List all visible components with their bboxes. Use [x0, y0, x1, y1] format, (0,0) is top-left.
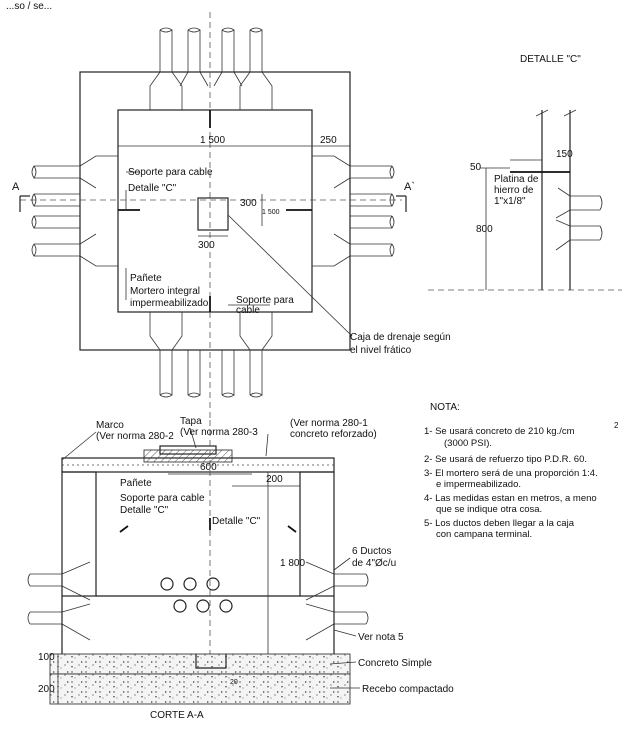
plan-right-ducts: [286, 155, 395, 267]
section-marco-label-1: Marco: [96, 420, 124, 431]
detail-c-platina-label-1: Platina de: [494, 174, 539, 185]
detail-c-duct-2: [570, 225, 603, 241]
duct-hole: [206, 577, 220, 591]
section-marco-label-2: (Ver norma 280-2: [96, 431, 174, 442]
plan-caja-label-1: Caja de drenaje según: [350, 332, 451, 343]
section-cover: [159, 445, 217, 455]
note-3-line-a: 3- El mortero será de una proporción 1:4…: [424, 468, 598, 479]
top-cut-text: ...so / se...: [6, 1, 52, 12]
plan-soporte-para-label-1: Soporte para: [236, 295, 294, 306]
section-dim-100: 100: [38, 652, 55, 663]
section-tapa-label-1: Tapa: [180, 416, 202, 427]
section-left-duct-2: [27, 603, 91, 641]
plan-left-ducts: [31, 155, 140, 267]
section-ductos-label-1: 6 Ductos: [352, 546, 391, 557]
detail-c-dim-50: 50: [470, 162, 482, 173]
notes-title: NOTA:: [430, 402, 460, 413]
section-view: [27, 420, 369, 705]
section-ver-nota-5: Ver nota 5: [358, 632, 404, 643]
section-mark-left-label: A: [12, 181, 20, 193]
duct-hole: [219, 599, 233, 613]
section-detalle-c-center-label: Detalle "C": [212, 516, 261, 527]
plan-dim-300-v: 300: [198, 240, 215, 251]
section-concreto-simple-label: Concreto Simple: [358, 658, 432, 669]
plan-panete-label: Pañete: [130, 273, 162, 284]
note-2: 2- Se usará de refuerzo tipo P.D.R. 60.: [424, 454, 587, 465]
section-detalle-c-left-label: Detalle "C": [120, 505, 169, 516]
note-1-line-b: (3000 PSI).: [444, 438, 492, 449]
note-3-line-b: e impermeabilizado.: [436, 479, 521, 490]
section-soporte-cable-label: Soporte para cable: [120, 493, 205, 504]
section-tapa-label-2: (Ver norma 280-3: [180, 427, 258, 438]
section-dim-200-bottom: 200: [38, 684, 55, 695]
section-recebo: [49, 673, 351, 705]
note-5-line-a: 5- Los ductos deben llegar a la caja: [424, 518, 575, 529]
plan-bottom-ducts: [149, 296, 273, 398]
section-mark-right: [396, 195, 407, 212]
plan-dim-1500: 1 500: [200, 135, 225, 146]
detail-c-platina-label-2: hierro de: [494, 185, 534, 196]
section-recebo-label: Recebo compactado: [362, 684, 454, 695]
detail-c-view: [428, 109, 622, 291]
plan-soporte-para-label-2: cable: [236, 305, 260, 316]
plan-view: [19, 12, 407, 420]
plan-dim-300-h: 300: [240, 198, 257, 209]
duct-hole: [173, 599, 187, 613]
note-1-line-a: 1- Se usará concreto de 210 kg./cm: [424, 426, 575, 437]
section-dim-200: 200: [266, 474, 283, 485]
duct-hole: [196, 599, 210, 613]
plan-outer-wall: [79, 71, 351, 351]
plan-top-ducts: [149, 27, 273, 128]
section-right-wall: [299, 471, 335, 597]
drainage-leader: [227, 214, 353, 337]
section-dim-600: 600: [200, 462, 217, 473]
note-4-line-b: que se indique otra cosa.: [436, 504, 542, 515]
plan-dim-250: 250: [320, 135, 337, 146]
section-left-duct-1: [27, 561, 91, 601]
section-mark-left: [19, 195, 30, 212]
note-4-line-a: 4- Las medidas estan en metros, a meno: [424, 493, 597, 504]
drainage-box: [197, 197, 229, 231]
duct-hole: [160, 577, 174, 591]
section-ductos-label-2: de 4"Øc/u: [352, 558, 396, 569]
section-cover-frame: [143, 449, 233, 463]
section-right-duct-2: [305, 603, 369, 641]
plan-detalle-c-label: Detalle "C": [128, 183, 177, 194]
duct-hole: [183, 577, 197, 591]
detail-c-title: DETALLE "C": [520, 54, 581, 65]
note-1-superscript: 2: [614, 421, 619, 430]
section-left-wall: [61, 471, 97, 597]
section-dim-20: 20: [230, 679, 238, 686]
section-ver-norma-label-2: concreto reforzado): [290, 429, 377, 440]
plan-inner-wall: [117, 109, 313, 313]
section-title: CORTE A-A: [150, 710, 204, 721]
plan-dim-1500-small: 1 500: [262, 209, 280, 216]
plan-mortero-label-1: Mortero integral: [130, 286, 200, 297]
section-panete-label: Pañete: [120, 478, 152, 489]
plan-soporte-cable-label: Soporte para cable: [128, 167, 213, 178]
section-ver-norma-label-1: (Ver norma 280-1: [290, 418, 368, 429]
detail-c-platina-label-3: 1"x1/8": [494, 196, 526, 207]
section-right-duct-1: [305, 561, 369, 601]
plan-mortero-label-2: impermeabilizado: [130, 298, 209, 309]
detail-c-dim-150: 150: [556, 149, 573, 160]
detail-c-dim-800: 800: [476, 224, 493, 235]
section-mark-right-label: A`: [404, 181, 415, 193]
note-5-line-b: con campana terminal.: [436, 529, 532, 540]
section-concrete-simple: [49, 653, 351, 675]
section-dim-1800: 1 800: [280, 558, 305, 569]
detail-c-duct-1: [570, 195, 603, 211]
plan-caja-label-2: el nivel frático: [350, 345, 412, 356]
